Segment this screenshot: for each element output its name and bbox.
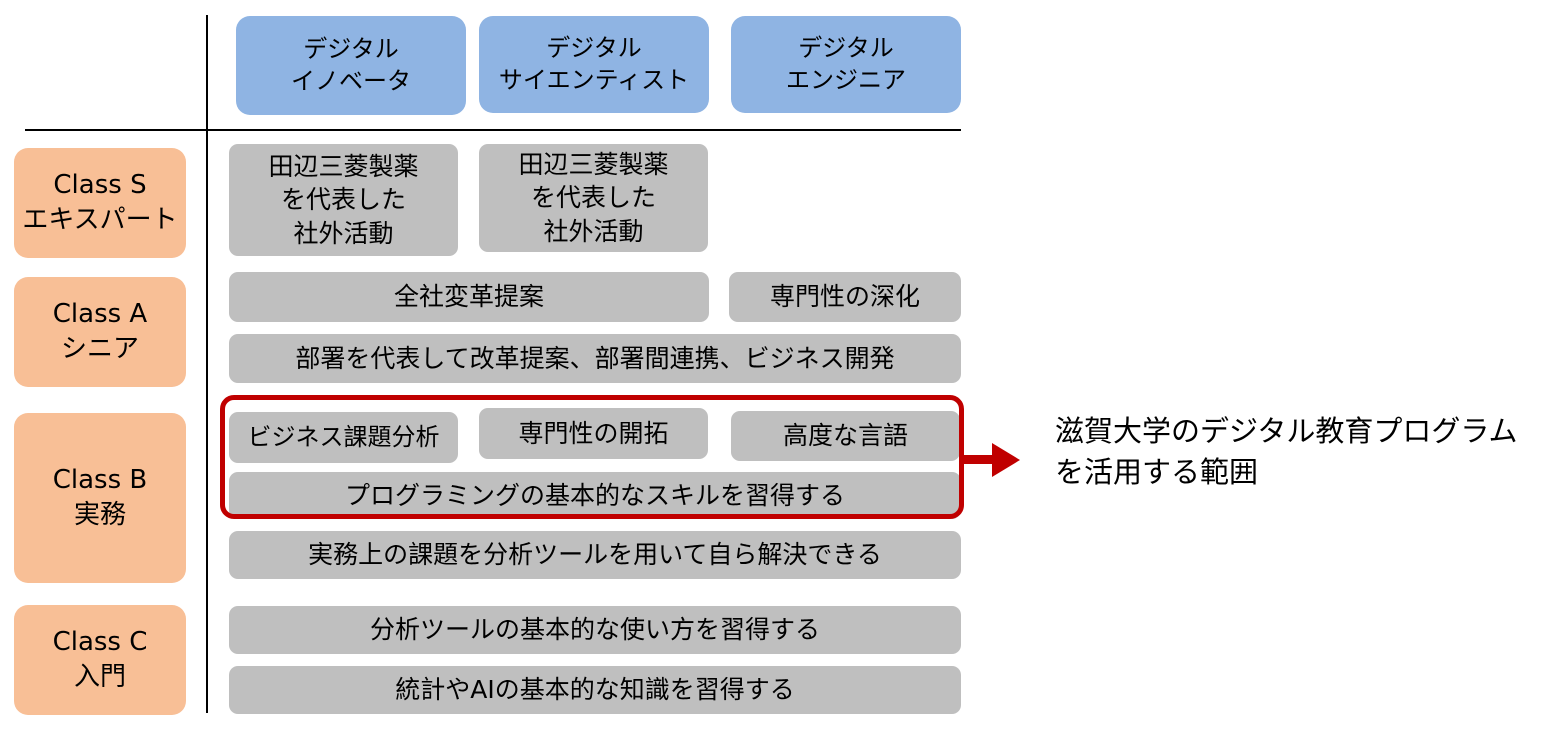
cell-s-scientist: 田辺三菱製薬 を代表した 社外活動	[479, 144, 708, 252]
class-label-b: Class B 実務	[14, 413, 186, 583]
cell-c-analysis-tools: 分析ツールの基本的な使い方を習得する	[229, 606, 961, 654]
cell-a-company-reform: 全社変革提案	[229, 272, 709, 322]
horizontal-divider	[25, 129, 961, 131]
class-label-a: Class A シニア	[14, 277, 186, 387]
vertical-divider	[206, 15, 208, 713]
cell-a-department-proposal: 部署を代表して改革提案、部署間連携、ビジネス開発	[229, 334, 961, 383]
cell-s-innovator: 田辺三菱製薬 を代表した 社外活動	[229, 144, 458, 256]
shiga-program-scope-note: 滋賀大学のデジタル教育プログラム を活用する範囲	[1055, 414, 1518, 489]
role-header-innovator: デジタル イノベータ	[236, 16, 466, 115]
arrow-shaft	[964, 455, 994, 464]
cell-b-advanced-language: 高度な言語	[731, 411, 960, 461]
role-header-engineer: デジタル エンジニア	[731, 16, 961, 113]
cell-b-programming-skills: プログラミングの基本的なスキルを習得する	[229, 472, 961, 519]
role-header-scientist: デジタル サイエンティスト	[479, 16, 709, 113]
cell-b-specialty-pioneering: 専門性の開拓	[479, 408, 708, 459]
cell-a-specialty-deepening: 専門性の深化	[729, 272, 961, 322]
arrow-right-icon	[992, 443, 1020, 477]
cell-b-practical-problem-solving: 実務上の課題を分析ツールを用いて自ら解決できる	[229, 531, 961, 579]
cell-b-business-analysis: ビジネス課題分析	[229, 412, 458, 463]
class-label-s: Class S エキスパート	[14, 148, 186, 258]
highlight-frame	[220, 395, 964, 519]
class-label-c: Class C 入門	[14, 605, 186, 715]
cell-c-statistics-ai: 統計やAIの基本的な知識を習得する	[229, 666, 961, 714]
